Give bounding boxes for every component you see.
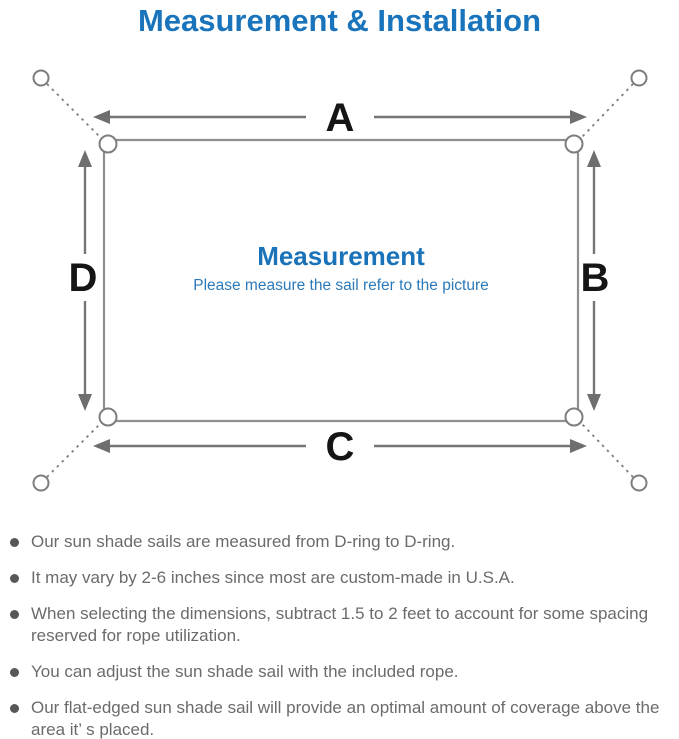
bullet-dot-icon bbox=[10, 610, 19, 619]
bullet-item: It may vary by 2-6 inches since most are… bbox=[10, 567, 672, 589]
bullet-item: When selecting the dimensions, subtract … bbox=[10, 603, 672, 647]
bullet-text: Our flat-edged sun shade sail will provi… bbox=[31, 698, 660, 739]
bullet-text: When selecting the dimensions, subtract … bbox=[31, 604, 649, 645]
anchor-point-top-right bbox=[630, 69, 648, 87]
bullet-text: It may vary by 2-6 inches since most are… bbox=[31, 568, 515, 587]
rope-line-bottom-right bbox=[581, 423, 634, 478]
dimension-arrow-d bbox=[78, 150, 92, 411]
rope-line-top-left bbox=[46, 83, 101, 138]
diagram-center-subtitle: Please measure the sail refer to the pic… bbox=[193, 277, 489, 294]
bullet-item: Our flat-edged sun shade sail will provi… bbox=[10, 697, 672, 739]
anchor-point-bottom-left bbox=[32, 474, 50, 492]
dimension-label-b: B bbox=[581, 256, 610, 300]
bullet-dot-icon bbox=[10, 668, 19, 677]
bullet-dot-icon bbox=[10, 574, 19, 583]
d-ring-top-right bbox=[564, 134, 584, 154]
dimension-label-a: A bbox=[326, 96, 355, 140]
anchor-point-bottom-right bbox=[630, 474, 648, 492]
diagram-center-title: Measurement bbox=[257, 241, 425, 271]
dimension-arrow-b bbox=[587, 150, 601, 411]
sail-rectangle bbox=[102, 138, 580, 423]
bullet-dot-icon bbox=[10, 538, 19, 547]
dimension-arrow-a bbox=[93, 110, 587, 124]
d-rings bbox=[98, 134, 584, 427]
rope-line-top-right bbox=[581, 83, 634, 138]
bullet-text: You can adjust the sun shade sail with t… bbox=[31, 662, 459, 681]
d-ring-bottom-left bbox=[98, 407, 118, 427]
rope-line-bottom-left bbox=[46, 423, 101, 478]
d-ring-bottom-right bbox=[564, 407, 584, 427]
bullet-list: Our sun shade sails are measured from D-… bbox=[10, 531, 672, 739]
dimension-label-c: C bbox=[326, 425, 355, 469]
dimension-arrow-c bbox=[93, 439, 587, 453]
bullet-item: You can adjust the sun shade sail with t… bbox=[10, 661, 672, 683]
anchor-point-top-left bbox=[32, 69, 50, 87]
dimension-label-d: D bbox=[69, 256, 98, 300]
bullet-dot-icon bbox=[10, 704, 19, 713]
anchor-points bbox=[32, 69, 648, 492]
d-ring-top-left bbox=[98, 134, 118, 154]
bullet-item: Our sun shade sails are measured from D-… bbox=[10, 531, 672, 553]
bullet-text: Our sun shade sails are measured from D-… bbox=[31, 532, 456, 551]
page-title: Measurement & Installation bbox=[137, 3, 542, 38]
rope-lines bbox=[46, 83, 634, 478]
